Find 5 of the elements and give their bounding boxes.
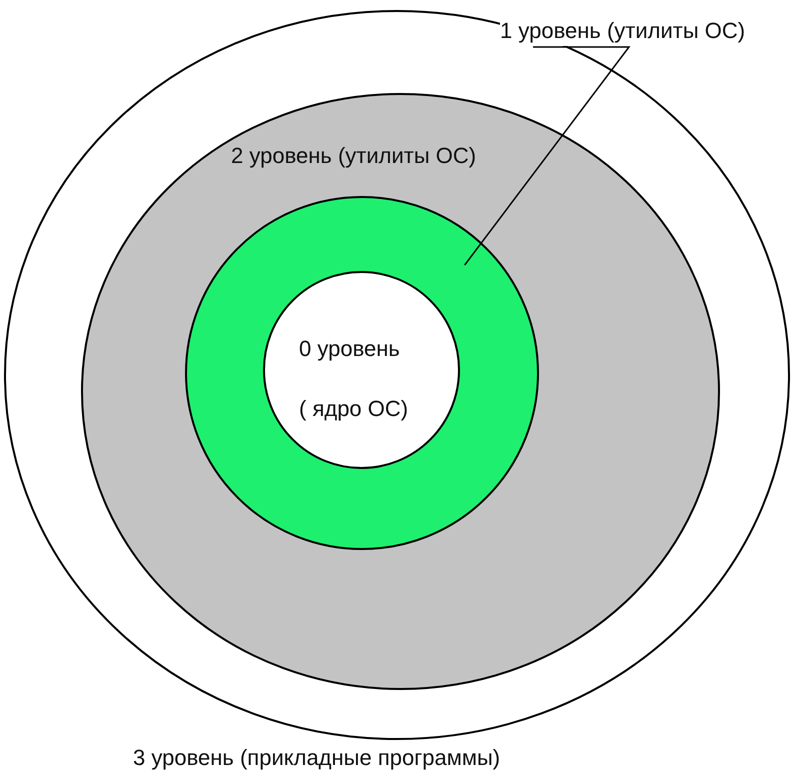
- level-label: 3 уровень (прикладные программы): [133, 745, 500, 771]
- leader-line: [464, 46, 630, 266]
- level-label: 0 уровень: [299, 336, 400, 362]
- level-label: ( ядро ОС): [299, 396, 408, 422]
- level-label: 2 уровень (утилиты ОС): [231, 143, 476, 169]
